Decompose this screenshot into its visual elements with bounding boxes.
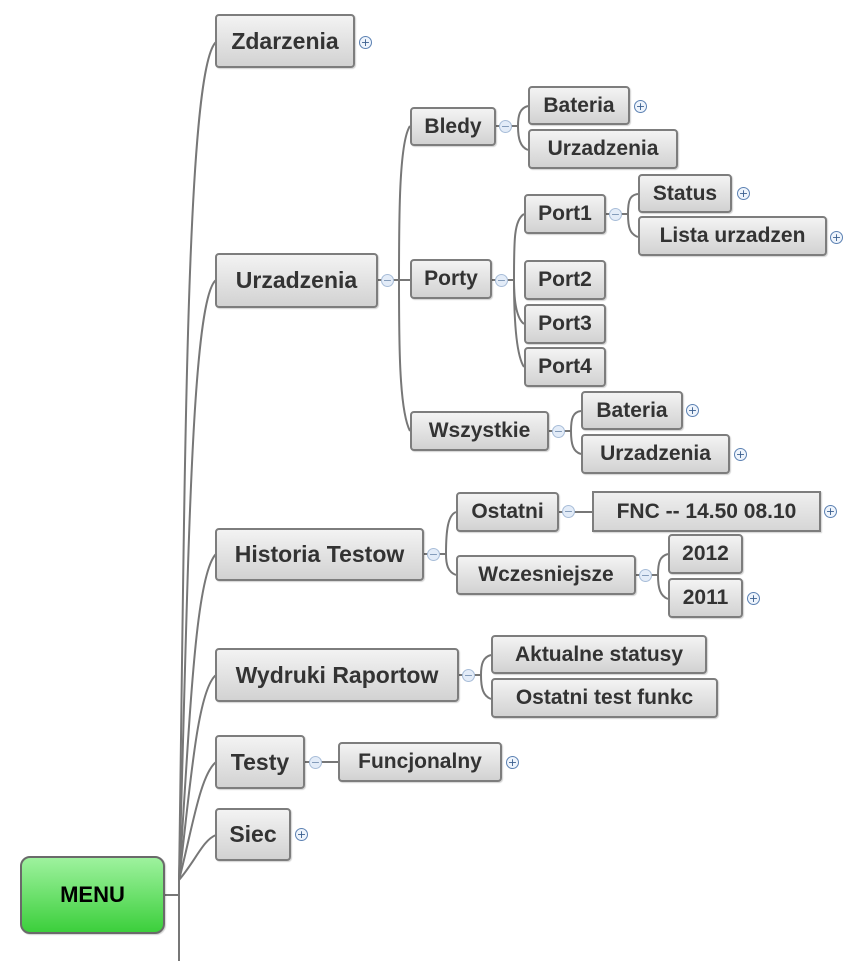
collapse-toggle-icon[interactable]: −	[609, 208, 622, 221]
collapse-toggle-icon[interactable]: −	[499, 120, 512, 133]
node-urzadzenia[interactable]: Urzadzenia	[215, 253, 378, 308]
node-porty[interactable]: Porty	[410, 259, 492, 299]
collapse-toggle-icon[interactable]: −	[381, 274, 394, 287]
node-port2[interactable]: Port2	[524, 260, 606, 300]
node-funcjonalny[interactable]: Funcjonalny	[338, 742, 502, 782]
node-port1[interactable]: Port1	[524, 194, 606, 234]
node-ostatni-test-funkc[interactable]: Ostatni test funkc	[491, 678, 718, 718]
node-ostatni[interactable]: Ostatni	[456, 492, 559, 532]
node-port1-lista-urzadzen[interactable]: Lista urzadzen	[638, 216, 827, 256]
expand-toggle-icon[interactable]: +	[359, 36, 372, 49]
node-port4[interactable]: Port4	[524, 347, 606, 387]
node-siec[interactable]: Siec	[215, 808, 291, 861]
node-testy[interactable]: Testy	[215, 735, 305, 789]
expand-toggle-icon[interactable]: +	[830, 231, 843, 244]
collapse-toggle-icon[interactable]: −	[427, 548, 440, 561]
node-historia-testow[interactable]: Historia Testow	[215, 528, 424, 581]
node-year-2011[interactable]: 2011	[668, 578, 743, 618]
node-zdarzenia[interactable]: Zdarzenia	[215, 14, 355, 68]
expand-toggle-icon[interactable]: +	[634, 100, 647, 113]
node-wszystkie[interactable]: Wszystkie	[410, 411, 549, 451]
collapse-toggle-icon[interactable]: −	[309, 756, 322, 769]
collapse-toggle-icon[interactable]: −	[639, 569, 652, 582]
node-wydruki-raportow[interactable]: Wydruki Raportow	[215, 648, 459, 702]
node-port3[interactable]: Port3	[524, 304, 606, 344]
node-bledy-urzadzenia[interactable]: Urzadzenia	[528, 129, 678, 169]
node-fnc-test-entry[interactable]: FNC -- 14.50 08.10	[592, 491, 821, 532]
expand-toggle-icon[interactable]: +	[737, 187, 750, 200]
expand-toggle-icon[interactable]: +	[734, 448, 747, 461]
node-wszystkie-bateria[interactable]: Bateria	[581, 391, 683, 430]
expand-toggle-icon[interactable]: +	[747, 592, 760, 605]
expand-toggle-icon[interactable]: +	[686, 404, 699, 417]
node-year-2012[interactable]: 2012	[668, 534, 743, 574]
collapse-toggle-icon[interactable]: −	[462, 669, 475, 682]
node-wszystkie-urzadzenia[interactable]: Urzadzenia	[581, 434, 730, 474]
collapse-toggle-icon[interactable]: −	[562, 505, 575, 518]
node-bledy-bateria[interactable]: Bateria	[528, 86, 630, 125]
node-wczesniejsze[interactable]: Wczesniejsze	[456, 555, 636, 595]
node-aktualne-statusy[interactable]: Aktualne statusy	[491, 635, 707, 674]
node-bledy[interactable]: Bledy	[410, 107, 496, 146]
expand-toggle-icon[interactable]: +	[506, 756, 519, 769]
collapse-toggle-icon[interactable]: −	[495, 274, 508, 287]
collapse-toggle-icon[interactable]: −	[552, 425, 565, 438]
mindmap-root-node[interactable]: MENU	[20, 856, 165, 934]
expand-toggle-icon[interactable]: +	[824, 505, 837, 518]
node-port1-status[interactable]: Status	[638, 174, 732, 213]
expand-toggle-icon[interactable]: +	[295, 828, 308, 841]
